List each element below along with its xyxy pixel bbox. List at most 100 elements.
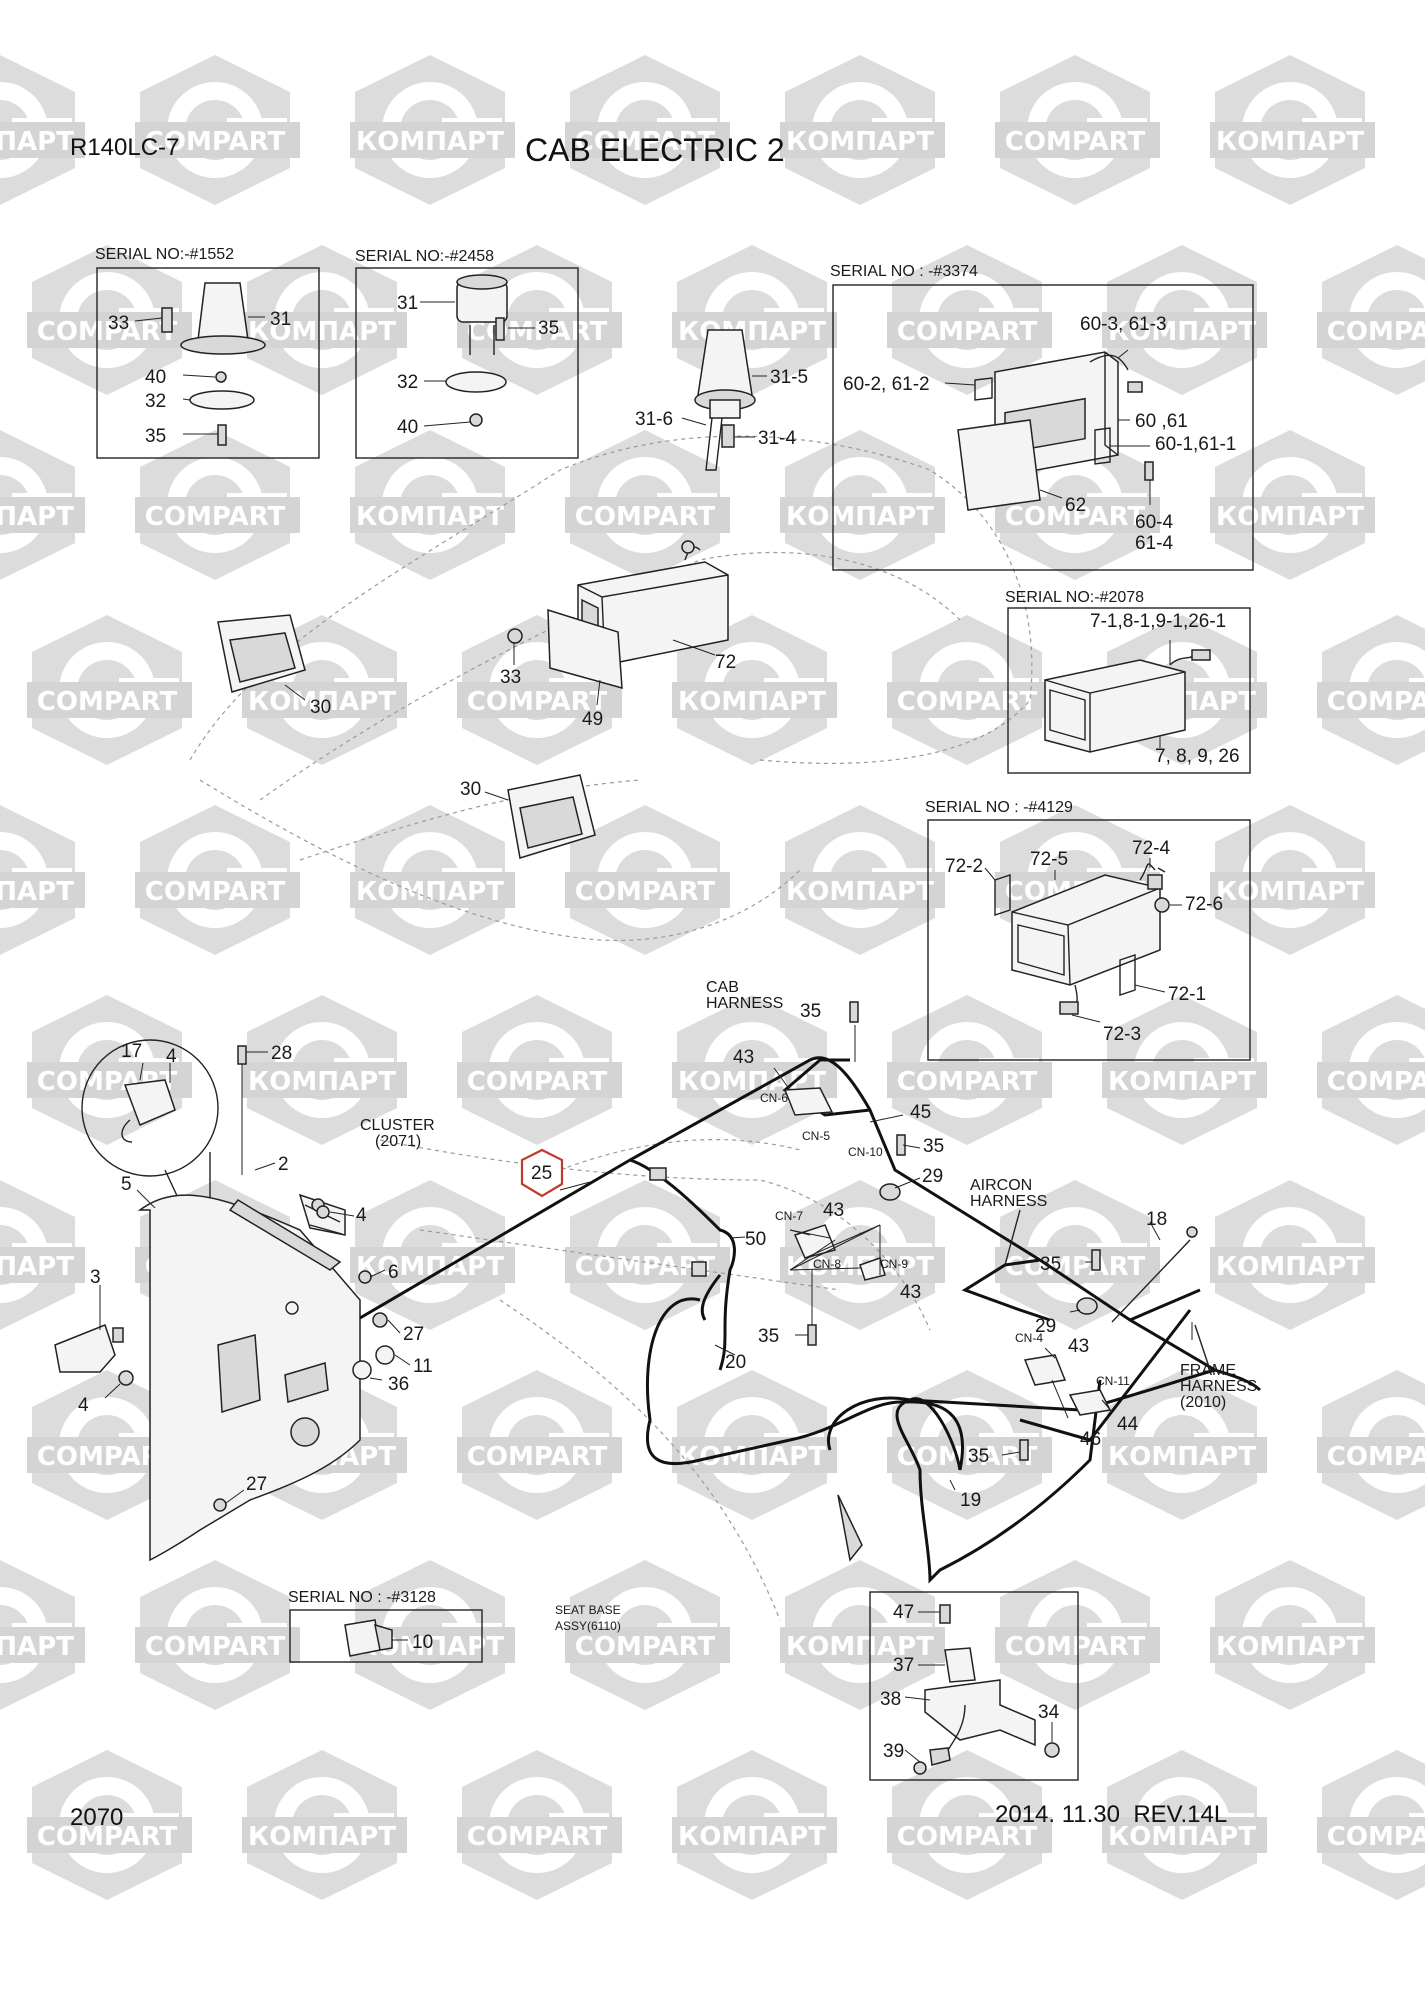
watermark-band — [780, 122, 945, 158]
watermark-band — [242, 1817, 407, 1853]
watermark-text: COMPART — [1005, 127, 1146, 157]
beacon-lamp: 31-5 31-6 31-4 — [635, 329, 808, 471]
watermark-text: КОМПАРТ — [1108, 317, 1256, 347]
callout: 40 — [145, 367, 166, 388]
connector-label: CN-11 — [1096, 1374, 1130, 1388]
model-name: R140LC-7 — [70, 134, 179, 161]
connector-label: CN-10 — [848, 1145, 883, 1159]
watermark-band — [887, 682, 1052, 718]
watermark-text: КОМПАРТ — [786, 877, 934, 907]
watermark-text: КОМПАРТ — [1216, 502, 1364, 532]
watermark-band — [0, 1627, 85, 1663]
watermark-text: COMPART — [1327, 1822, 1425, 1852]
watermark-text: COMPART — [1005, 502, 1146, 532]
highlight-label: 25 — [531, 1163, 552, 1184]
callout: 72-2 — [945, 856, 983, 877]
callout: 31-6 — [635, 409, 673, 430]
connector-label: CN-7 — [775, 1209, 803, 1223]
callout: 60-1,61-1 — [1155, 434, 1236, 455]
watermark-band — [672, 1817, 837, 1853]
arrow-icon — [837, 1494, 863, 1562]
watermark-text: КОМПАРТ — [0, 502, 74, 532]
watermark-text: КОМПАРТ — [0, 877, 74, 907]
callout: 38 — [880, 1689, 901, 1710]
page-number: 2070 — [70, 1804, 123, 1831]
aircon-harness-label: AIRCON — [970, 1177, 1032, 1194]
callout: 32 — [397, 372, 418, 393]
watermark-text: КОМПАРТ — [248, 1067, 396, 1097]
callout: 31-4 — [758, 428, 796, 449]
watermark-text: КОМПАРТ — [786, 1632, 934, 1662]
serial-label: SERIAL NO:-#1552 — [95, 246, 234, 263]
callout: 11 — [413, 1356, 433, 1377]
callout: 3 — [90, 1267, 101, 1288]
watermark-text: COMPART — [1327, 1442, 1425, 1472]
serial-label: SERIAL NO:-#2458 — [355, 248, 494, 265]
callout: 31-5 — [770, 367, 808, 388]
callout: 30 — [310, 697, 331, 718]
callout: 20 — [725, 1352, 746, 1373]
watermark-text: COMPART — [1005, 1252, 1146, 1282]
callout: 6 — [388, 1262, 399, 1283]
watermark-band — [350, 872, 515, 908]
callout: 33 — [500, 667, 521, 688]
serial-box-3128: SERIAL NO : -#3128 10 — [288, 1589, 483, 1663]
callout: 28 — [271, 1043, 292, 1064]
callout: 27 — [403, 1324, 424, 1345]
callout: 43 — [733, 1047, 754, 1068]
watermark-band — [1210, 1627, 1375, 1663]
serial-box-2458: SERIAL NO:-#2458 31 35 32 40 — [355, 248, 579, 459]
watermark-band — [0, 497, 85, 533]
aircon-harness-label: HARNESS — [970, 1193, 1047, 1210]
watermark-band — [1317, 682, 1425, 718]
watermark-band — [135, 872, 300, 908]
watermark-band — [995, 1247, 1160, 1283]
watermark-band — [565, 497, 730, 533]
callout: 33 — [108, 313, 129, 334]
watermark-text: COMPART — [145, 127, 286, 157]
watermark-band — [1210, 122, 1375, 158]
watermark-band — [242, 312, 407, 348]
callout: 72 — [715, 652, 736, 673]
callout: 72-5 — [1030, 849, 1068, 870]
callout: 19 — [960, 1490, 981, 1511]
watermark-text: КОМПАРТ — [678, 687, 826, 717]
watermark-band — [135, 1627, 300, 1663]
watermark-band — [887, 312, 1052, 348]
callout: 29 — [922, 1166, 943, 1187]
callout: 43 — [1068, 1336, 1089, 1357]
callout: 30 — [460, 779, 481, 800]
watermark-text: COMPART — [467, 1822, 608, 1852]
watermark-text: КОМПАРТ — [356, 502, 504, 532]
watermark-band — [457, 1437, 622, 1473]
watermark-band — [565, 1627, 730, 1663]
connector-label: CN-5 — [802, 1129, 830, 1143]
callout: 31 — [270, 309, 291, 330]
watermark-text: КОМПАРТ — [678, 1442, 826, 1472]
watermark-text: КОМПАРТ — [1108, 1822, 1256, 1852]
connector-label: CN-9 — [880, 1257, 908, 1271]
watermark-band — [672, 312, 837, 348]
callout: 35 — [758, 1326, 779, 1347]
callout: 61-4 — [1135, 533, 1173, 554]
watermark-band — [350, 497, 515, 533]
callout: 37 — [893, 1655, 914, 1676]
callout: 62 — [1065, 495, 1086, 516]
callout: 4 — [166, 1046, 177, 1067]
serial-label: SERIAL NO:-#2078 — [1005, 589, 1144, 606]
frame-harness-label: FRAME — [1180, 1362, 1236, 1379]
callout: 39 — [883, 1741, 904, 1762]
serial-box-2078: SERIAL NO:-#2078 7-1,8-1,9-1,26-1 7, 8, … — [1005, 589, 1251, 774]
seat-base-label: SEAT BASE — [555, 1603, 621, 1617]
highlight-callout-25[interactable]: 25 — [520, 1148, 564, 1198]
watermark-text: COMPART — [37, 687, 178, 717]
watermark-text: КОМПАРТ — [0, 127, 74, 157]
watermark-text: COMPART — [575, 877, 716, 907]
callout: 72-6 — [1185, 894, 1223, 915]
watermark-text: COMPART — [1327, 687, 1425, 717]
callout: 10 — [412, 1632, 433, 1653]
callout: 5 — [121, 1174, 132, 1195]
watermark-band — [1210, 497, 1375, 533]
watermark-text: COMPART — [467, 1067, 608, 1097]
serial-label: SERIAL NO : -#4129 — [925, 799, 1073, 816]
